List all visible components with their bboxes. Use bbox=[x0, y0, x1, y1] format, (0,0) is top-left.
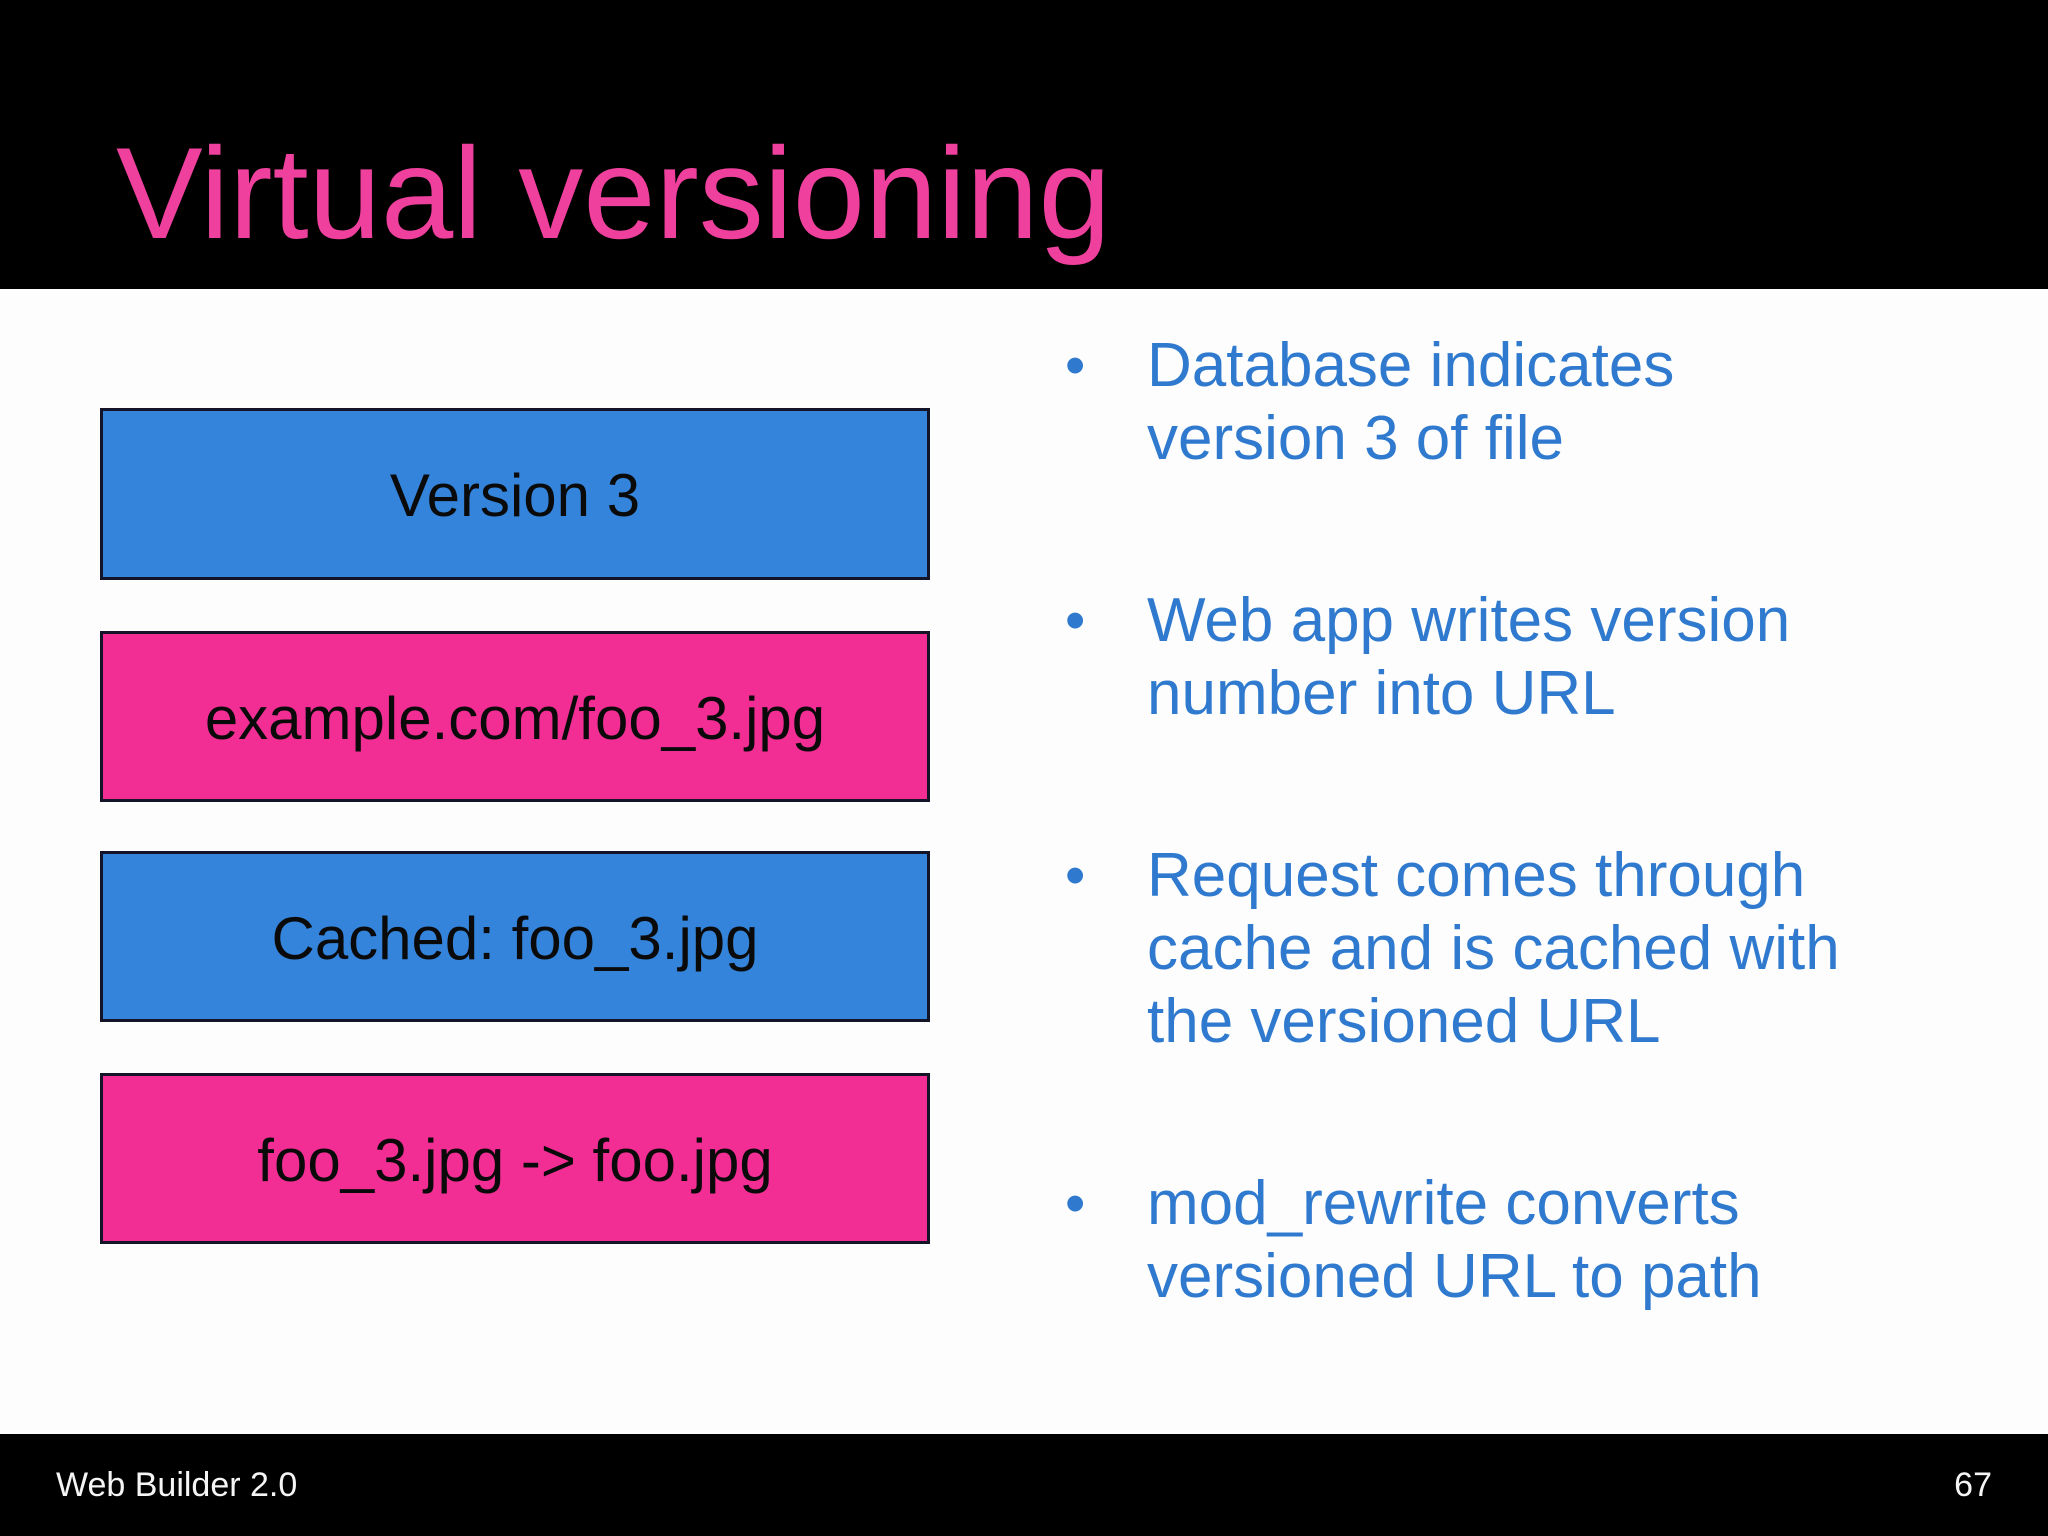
bullet-text: Database indicates version 3 of file bbox=[1147, 331, 1675, 473]
diagram-box-version: Version 3 bbox=[100, 408, 930, 580]
bullet-text: Web app writes version number into URL bbox=[1147, 586, 1791, 728]
bullet-item: • Request comes through cache and is cac… bbox=[1065, 839, 1875, 1058]
footer-deck-title: Web Builder 2.0 bbox=[56, 1466, 298, 1504]
bullet-item: • Database indicates version 3 of file bbox=[1065, 329, 1875, 475]
bullet-icon: • bbox=[1065, 1171, 1086, 1236]
header-band: Virtual versioning bbox=[0, 0, 2048, 289]
footer-page-number: 67 bbox=[1954, 1466, 1992, 1504]
bullet-item: • Web app writes version number into URL bbox=[1065, 584, 1875, 730]
diagram-box-rewrite: foo_3.jpg -> foo.jpg bbox=[100, 1073, 930, 1244]
diagram-box-label: foo_3.jpg -> foo.jpg bbox=[257, 1126, 773, 1194]
bullet-icon: • bbox=[1065, 843, 1086, 908]
bullet-icon: • bbox=[1065, 333, 1086, 398]
diagram-box-label: Version 3 bbox=[389, 462, 641, 529]
bullet-text: mod_rewrite converts versioned URL to pa… bbox=[1147, 1169, 1762, 1311]
bullet-icon: • bbox=[1065, 588, 1086, 653]
diagram-box-label: Cached: foo_3.jpg bbox=[271, 904, 759, 972]
slide-title: Virtual versioning bbox=[116, 119, 1111, 266]
bullet-item: • mod_rewrite converts versioned URL to … bbox=[1065, 1167, 1875, 1313]
bullet-list: • Database indicates version 3 of file •… bbox=[1065, 329, 1875, 1422]
bullet-text: Request comes through cache and is cache… bbox=[1147, 841, 1840, 1056]
footer-bar: Web Builder 2.0 67 bbox=[0, 1434, 2048, 1536]
diagram-box-versioned-url: example.com/foo_3.jpg bbox=[100, 631, 930, 802]
diagram-box-cached: Cached: foo_3.jpg bbox=[100, 851, 930, 1022]
diagram-box-label: example.com/foo_3.jpg bbox=[204, 684, 826, 752]
